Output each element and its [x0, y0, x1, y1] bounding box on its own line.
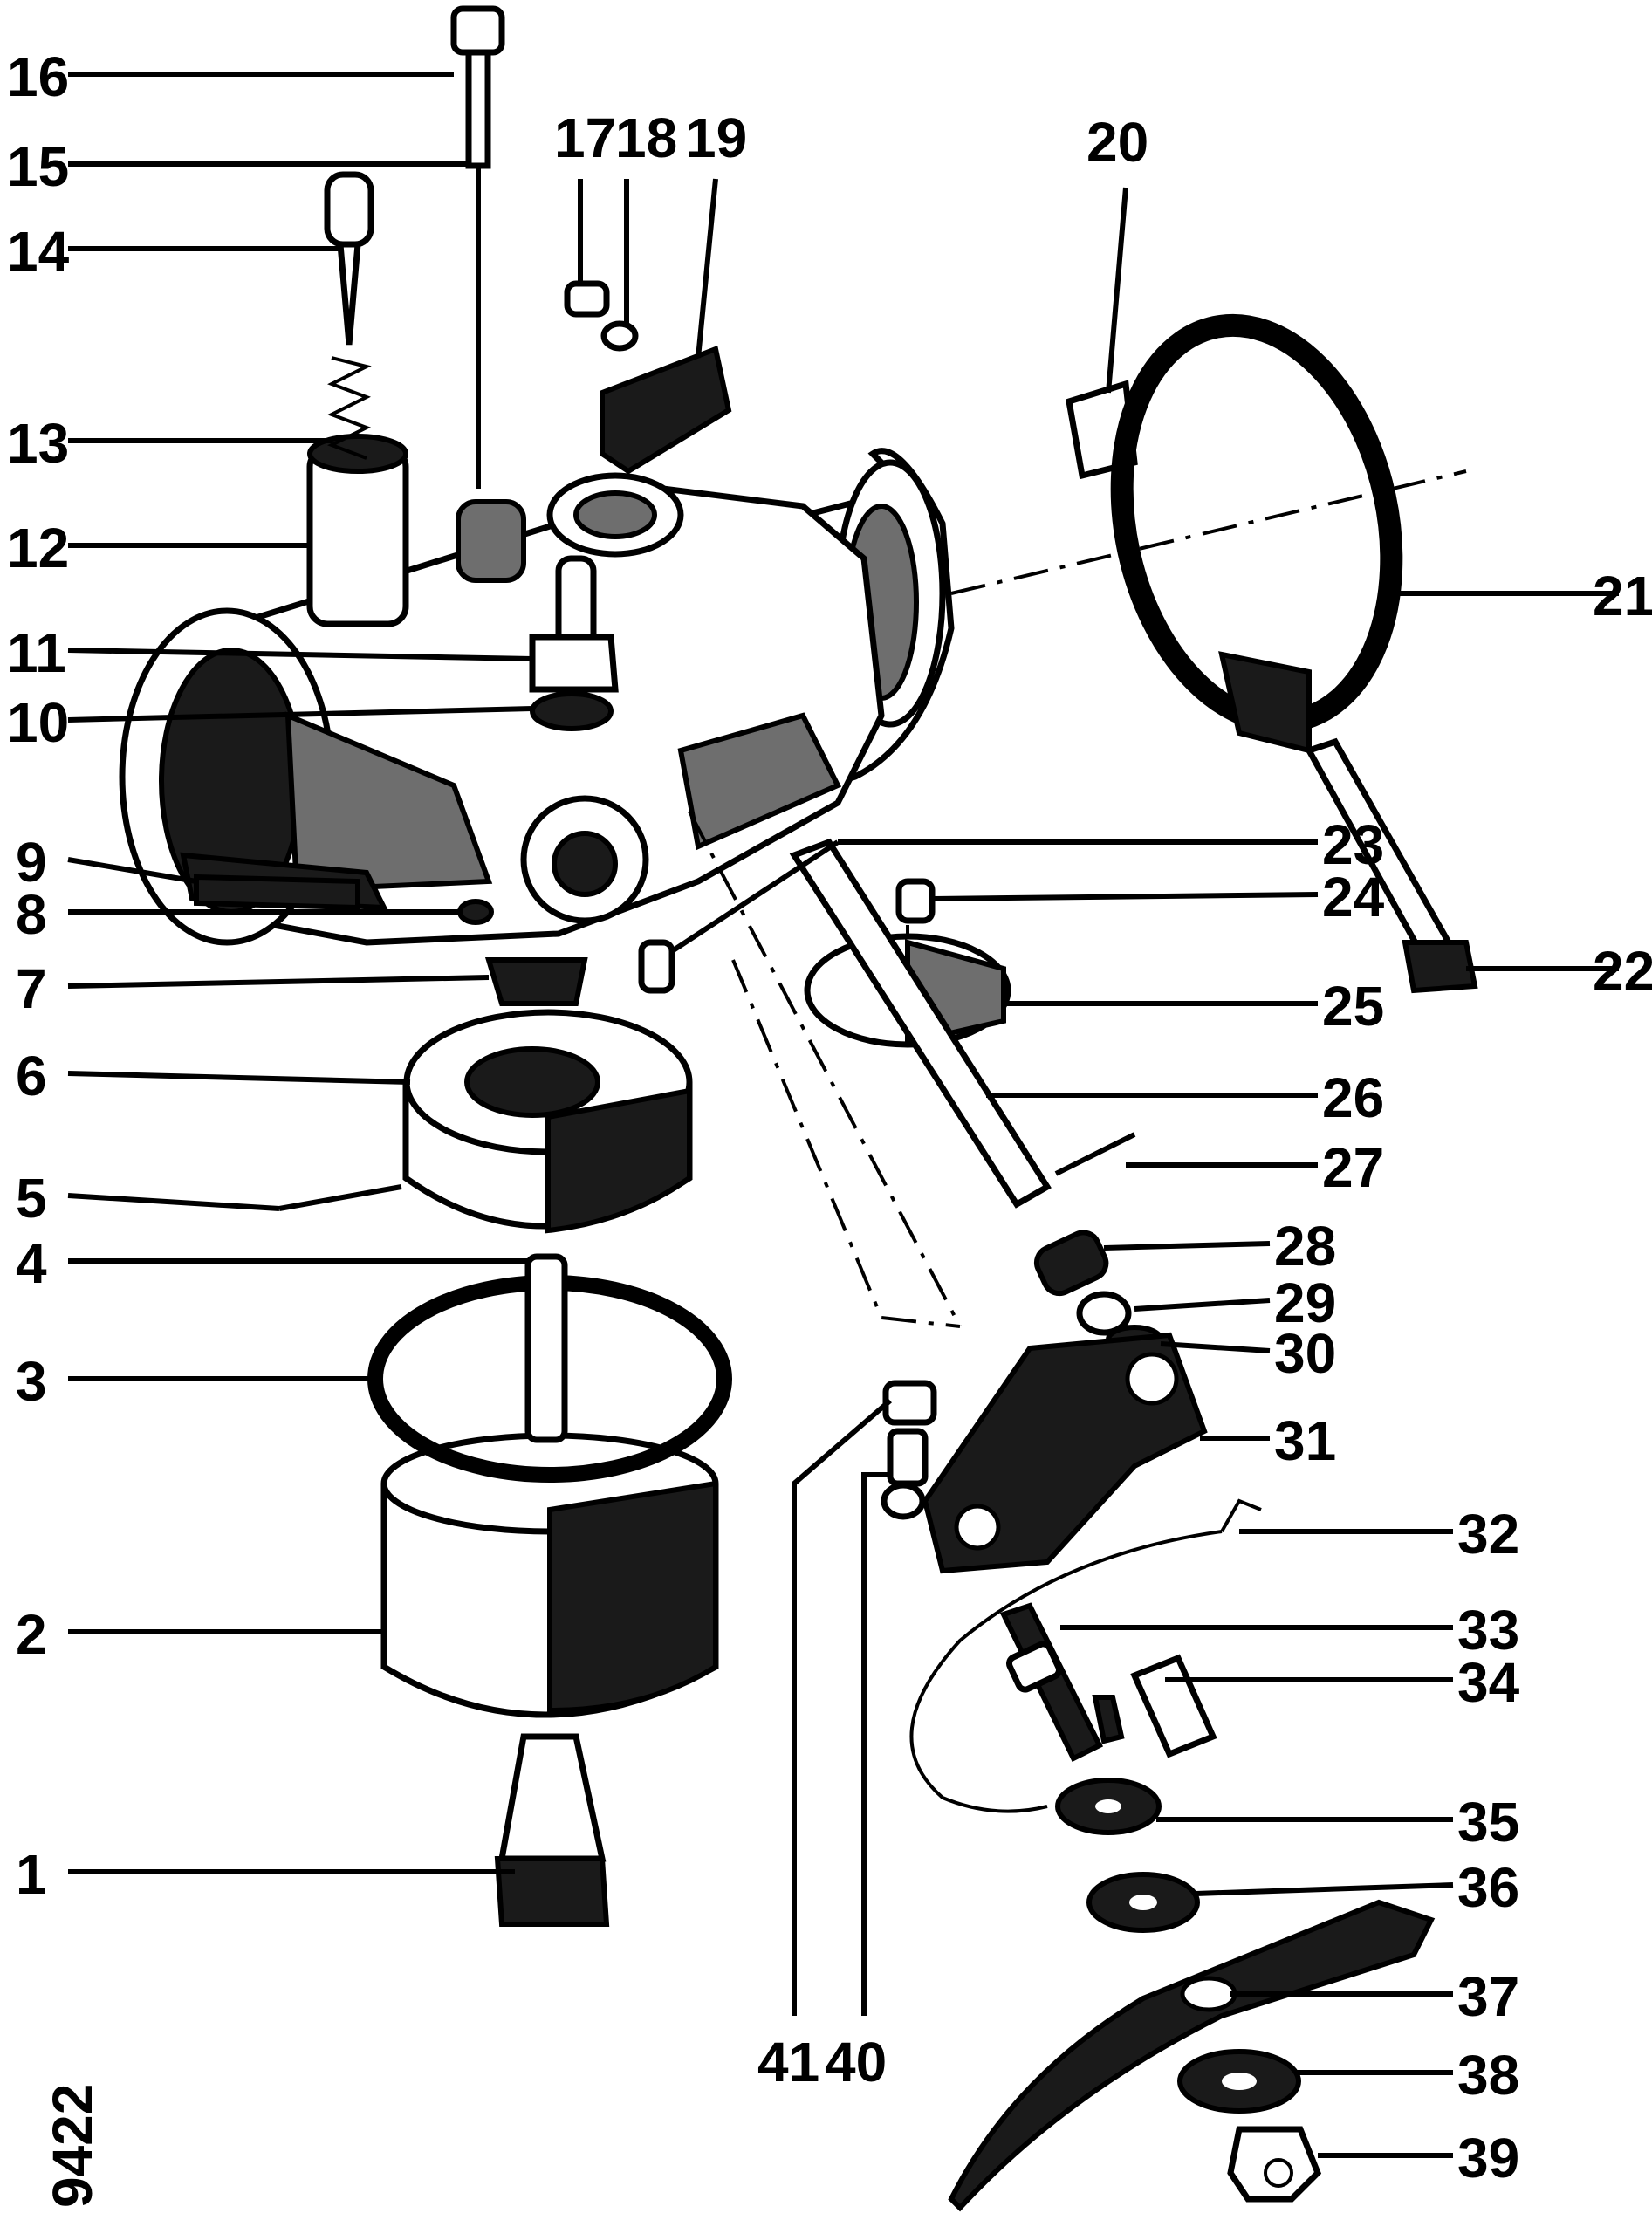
part-17-screw — [564, 280, 610, 318]
part-4-needle-jet — [524, 1253, 568, 1443]
callout-7: 7 — [16, 957, 47, 1020]
callout-12: 12 — [7, 517, 69, 579]
part-32-spring-wire — [909, 1498, 1262, 1813]
callout-5: 5 — [16, 1167, 47, 1230]
callout-30: 30 — [1274, 1322, 1336, 1385]
callout-24: 24 — [1322, 866, 1385, 928]
callout-25: 25 — [1322, 975, 1384, 1038]
part-18-washer — [600, 320, 639, 352]
callout-14: 14 — [7, 220, 70, 283]
part-39-nut — [1227, 2126, 1322, 2203]
callout-32: 32 — [1457, 1503, 1519, 1566]
callout-38: 38 — [1457, 2044, 1519, 2107]
callout-2: 2 — [16, 1603, 47, 1666]
callout-20: 20 — [1086, 111, 1148, 174]
callout-26: 26 — [1322, 1066, 1384, 1129]
part-6-float — [402, 1009, 693, 1234]
part-13-spring — [327, 356, 372, 460]
callout-27: 27 — [1322, 1136, 1384, 1199]
callout-19: 19 — [685, 106, 747, 169]
callout-6: 6 — [16, 1045, 47, 1107]
part-27-pin — [1054, 1132, 1136, 1176]
assembly-axis-lines — [688, 469, 1467, 1328]
part-34-screw — [1092, 1695, 1125, 1744]
leader-lines — [67, 72, 1619, 2158]
callout-21: 21 — [1593, 565, 1652, 627]
callout-34: 34 — [1457, 1651, 1520, 1714]
callout-9: 9 — [16, 831, 47, 894]
callout-3: 3 — [16, 1350, 47, 1413]
part-37-lever — [948, 1899, 1436, 2212]
callout-17: 17 — [554, 106, 616, 169]
callout-10: 10 — [7, 691, 69, 754]
callout-35: 35 — [1457, 1791, 1519, 1854]
callout-13: 13 — [7, 412, 69, 475]
callout-16: 16 — [7, 45, 69, 108]
callout-8: 8 — [16, 883, 47, 946]
part-14-needle — [324, 171, 374, 346]
part-9-lever — [194, 874, 360, 911]
callout-15: 15 — [7, 135, 69, 198]
part-24-cap — [895, 878, 936, 924]
part-5-float-pin — [278, 1184, 402, 1211]
callout-40: 40 — [825, 2031, 887, 2093]
part-22-clamp-bolt — [1304, 737, 1478, 994]
callout-37: 37 — [1457, 1965, 1519, 2028]
part-40-41-screws — [881, 1380, 937, 1520]
callout-39: 39 — [1457, 2127, 1519, 2189]
drawing-number: 9422 — [41, 2084, 104, 2208]
part-19-cover — [600, 345, 732, 475]
callout-labels: 1 2 3 4 5 6 7 8 9 10 11 12 13 14 15 16 1… — [7, 45, 1652, 2189]
callout-36: 36 — [1457, 1856, 1519, 1919]
part-10-11-adjusting-screw — [529, 555, 619, 731]
callout-11: 11 — [7, 621, 66, 684]
part-7-main-jet — [484, 957, 588, 1006]
part-23-jet — [638, 939, 675, 994]
callout-41: 41 — [757, 2031, 819, 2093]
callout-28: 28 — [1274, 1215, 1336, 1278]
part-36-washer — [1086, 1872, 1200, 1933]
part-38-washer — [1177, 2049, 1301, 2114]
part-33-bolt — [999, 1602, 1104, 1763]
callout-29: 29 — [1274, 1271, 1336, 1334]
part-16-rod-head — [450, 5, 505, 169]
part-35-lever-plate — [1055, 1654, 1217, 1835]
part-31-bracket — [922, 1332, 1208, 1574]
callout-23: 23 — [1322, 813, 1384, 876]
callout-18: 18 — [615, 106, 677, 169]
callout-1: 1 — [16, 1843, 47, 1906]
part-8-plug — [457, 899, 494, 925]
callout-31: 31 — [1274, 1409, 1336, 1472]
part-1-drain-plug — [494, 1733, 610, 1927]
part-21-clamp-ring — [1110, 313, 1403, 754]
callout-22: 22 — [1593, 940, 1652, 1003]
callout-4: 4 — [16, 1232, 47, 1295]
part-26-shaft — [789, 838, 1052, 1209]
callout-33: 33 — [1457, 1599, 1519, 1662]
